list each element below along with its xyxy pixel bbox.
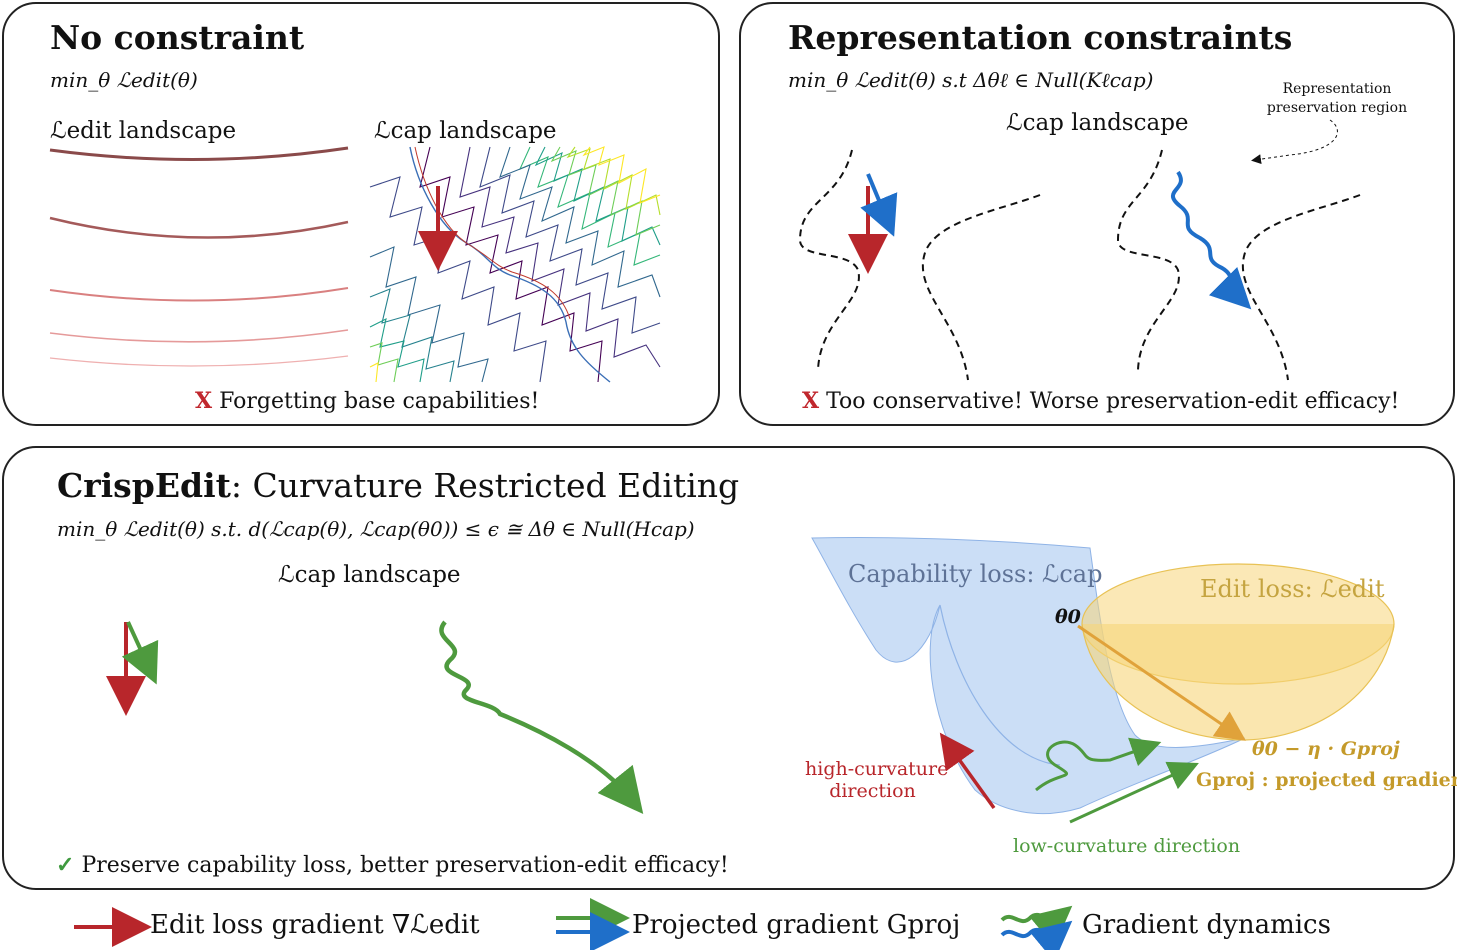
high-curvature-label: high-curvature direction [805, 758, 949, 802]
crispedit-title-bold: CrispEdit [57, 466, 231, 505]
high-curvature-line2: direction [829, 780, 916, 802]
legend-gradient-dynamics: Gradient dynamics [1082, 910, 1331, 940]
low-curvature-label: low-curvature direction [1013, 835, 1241, 857]
crispedit-success-text: Preserve capability loss, better preserv… [81, 853, 729, 878]
no-constraint-warning-text: Forgetting base capabilities! [219, 389, 540, 414]
edit-landscape-label: ℒedit landscape [50, 118, 237, 144]
update-label: θ0 − η · Gproj [1252, 738, 1400, 760]
no-constraint-title: No constraint [50, 18, 305, 57]
x-icon: X [802, 388, 820, 414]
edit-loss-label: Edit loss: ℒedit [1200, 575, 1385, 603]
representation-formula: min_θ ℒedit(θ) s.t Δθℓ ∈ Null(Kℓcap) [788, 68, 1154, 92]
gproj-label: Gproj : projected gradient [1196, 769, 1457, 791]
legend-projected-gradient: Projected gradient Gproj [632, 910, 961, 940]
region-label: Representation preservation region [1262, 80, 1412, 118]
crispedit-title: CrispEdit: Curvature Restricted Editing [57, 466, 739, 505]
representation-warning: X Too conservative! Worse preservation-e… [802, 388, 1399, 414]
cap-landscape-label-1: ℒcap landscape [374, 118, 557, 144]
x-icon: X [195, 388, 213, 414]
theta0-label: θ0 [1055, 606, 1081, 628]
region-label-line2: preservation region [1266, 100, 1408, 116]
high-curvature-line1: high-curvature [805, 758, 949, 780]
no-constraint-warning: X Forgetting base capabilities! [195, 388, 539, 414]
legend-edit-gradient: Edit loss gradient ∇ℒedit [150, 910, 480, 940]
cap-landscape-label-3: ℒcap landscape [278, 562, 461, 588]
region-label-line1: Representation [1282, 81, 1392, 97]
crispedit-title-rest: : Curvature Restricted Editing [230, 466, 740, 505]
representation-panel [739, 2, 1455, 426]
crispedit-success: ✓ Preserve capability loss, better prese… [56, 852, 729, 878]
crispedit-formula: min_θ ℒedit(θ) s.t. d(ℒcap(θ), ℒcap(θ0))… [57, 517, 695, 541]
representation-title: Representation constraints [788, 18, 1293, 57]
no-constraint-formula: min_θ ℒedit(θ) [50, 68, 198, 92]
cap-landscape-label-2: ℒcap landscape [1006, 110, 1189, 136]
representation-warning-text: Too conservative! Worse preservation-edi… [826, 389, 1400, 414]
capability-loss-label: Capability loss: ℒcap [848, 560, 1103, 588]
check-icon: ✓ [56, 852, 75, 878]
